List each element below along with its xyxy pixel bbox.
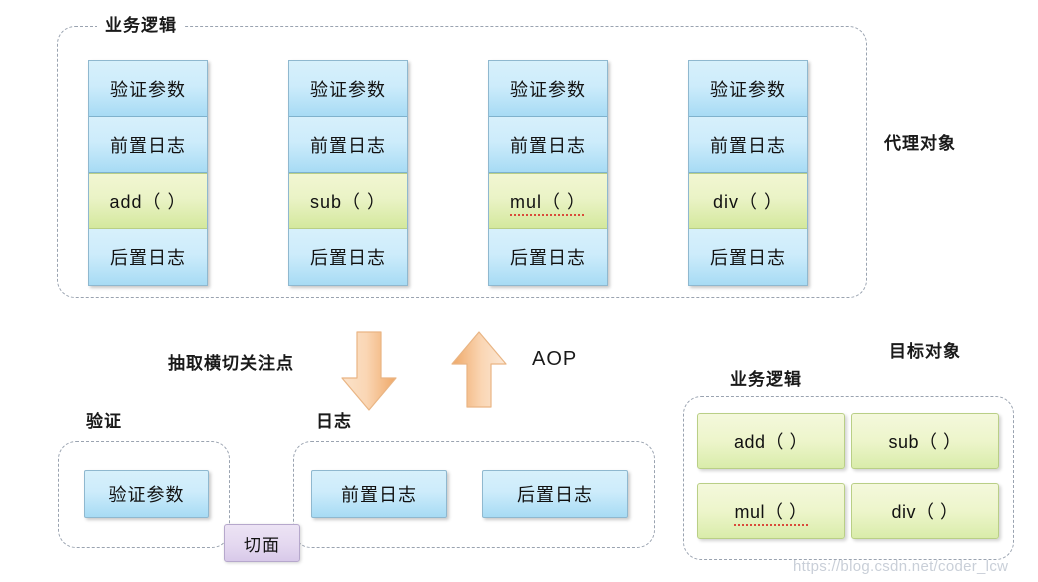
down-arrow-icon [341,331,397,411]
cell-before-log: 前置日志 [289,117,407,173]
proxy-group-label: 业务逻辑 [97,16,185,36]
proxy-column-add: 验证参数 前置日志 add（ ） 后置日志 [88,60,208,286]
log-group-label: 日志 [308,412,360,432]
log-group [293,441,655,548]
target-method-mul: mul（ ） [697,483,845,539]
aspect-chip: 切面 [224,524,300,562]
target-method-label-mul: mul（ ） [734,498,808,526]
proxy-object-group [57,26,867,298]
cell-method-sub: sub（ ） [289,173,407,229]
cell-before-log: 前置日志 [689,117,807,173]
cell-method-mul: mul（ ） [489,173,607,229]
cell-before-log: 前置日志 [89,117,207,173]
proxy-object-side-label: 代理对象 [884,134,956,153]
cell-after-log: 后置日志 [289,229,407,285]
cell-validate-params: 验证参数 [689,61,807,117]
target-business-logic-group [683,396,1014,560]
up-arrow-icon [451,331,507,408]
proxy-column-mul: 验证参数 前置日志 mul（ ） 后置日志 [488,60,608,286]
proxy-column-sub: 验证参数 前置日志 sub（ ） 后置日志 [288,60,408,286]
cell-after-log: 后置日志 [489,229,607,285]
before-log-box: 前置日志 [311,470,447,518]
cell-validate-params: 验证参数 [289,61,407,117]
proxy-column-div: 验证参数 前置日志 div（ ） 后置日志 [688,60,808,286]
cell-after-log: 后置日志 [689,229,807,285]
cell-method-add: add（ ） [89,173,207,229]
target-method-sub: sub（ ） [851,413,999,469]
target-object-side-label: 目标对象 [889,342,961,361]
target-group-label: 业务逻辑 [722,370,810,390]
method-label-mul: mul（ ） [509,188,587,216]
cell-after-log: 后置日志 [89,229,207,285]
validate-group [58,441,230,548]
cell-validate-params: 验证参数 [489,61,607,117]
cell-method-div: div（ ） [689,173,807,229]
watermark-text: https://blog.csdn.net/coder_lcw [793,558,1009,575]
after-log-box: 后置日志 [482,470,628,518]
aop-label: AOP [532,348,578,370]
extract-crosscutting-label: 抽取横切关注点 [168,354,294,373]
target-method-div: div（ ） [851,483,999,539]
cell-validate-params: 验证参数 [89,61,207,117]
validate-params-box: 验证参数 [84,470,209,518]
cell-before-log: 前置日志 [489,117,607,173]
target-method-add: add（ ） [697,413,845,469]
validate-group-label: 验证 [78,412,130,432]
